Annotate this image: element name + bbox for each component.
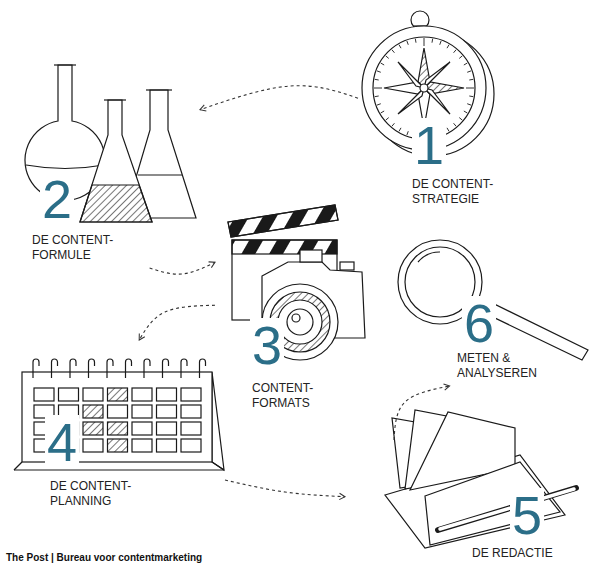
flow-arrow bbox=[150, 262, 215, 274]
step-node: 4 DE CONTENT- PLANNING bbox=[5, 340, 225, 515]
credit-note: The Post | Bureau voor contentmarketing bbox=[6, 552, 202, 563]
text-slot: CONTENT- FORMATS bbox=[250, 380, 342, 412]
text-slot: 6 bbox=[462, 296, 496, 350]
flow-arrow bbox=[139, 305, 215, 340]
text-slot: DE REDACTIE bbox=[470, 543, 585, 562]
step-label: DE REDACTIE bbox=[470, 545, 555, 562]
step-label: DE CONTENT- PLANNING bbox=[48, 478, 140, 510]
step-label: DE CONTENT- FORMULE bbox=[30, 232, 122, 264]
step-label: CONTENT- FORMATS bbox=[250, 380, 342, 412]
step-node: 1 DE CONTENT- STRATEGIE bbox=[358, 5, 538, 212]
text-slot: 1 bbox=[412, 118, 446, 172]
flow-arrow bbox=[394, 386, 450, 440]
text-slot: DE CONTENT- STRATEGIE bbox=[410, 176, 502, 208]
text-slot: METEN & ANALYSEREN bbox=[455, 350, 547, 382]
text-slot: 4 bbox=[45, 415, 79, 469]
step-label: METEN & ANALYSEREN bbox=[455, 350, 547, 382]
flow-arrow bbox=[225, 480, 345, 497]
step-number: 4 bbox=[45, 415, 79, 469]
text-slot: DE CONTENT- PLANNING bbox=[48, 478, 140, 510]
step-number: 5 bbox=[510, 488, 544, 542]
calendar-illustration bbox=[14, 359, 224, 470]
text-slot: 5 bbox=[510, 488, 544, 542]
text-slot: 3 bbox=[250, 318, 284, 372]
step-number: 6 bbox=[462, 296, 496, 350]
step-number: 3 bbox=[250, 318, 284, 372]
flow-arrow bbox=[200, 86, 358, 110]
magnifier-illustration bbox=[398, 240, 588, 360]
step-node: 5 DE REDACTIE bbox=[345, 440, 590, 566]
text-slot: DE CONTENT- FORMULE bbox=[30, 232, 122, 264]
step-number: 1 bbox=[412, 118, 446, 172]
label-slot: The Post | Bureau voor contentmarketing bbox=[6, 547, 202, 565]
step-number: 2 bbox=[40, 172, 74, 226]
step-node: 6METEN & ANALYSEREN bbox=[395, 245, 590, 386]
step-node: 3CONTENT- FORMATS bbox=[215, 190, 370, 416]
notebook-illustration bbox=[385, 410, 576, 548]
step-node: 2 DE CONTENT- FORMULE bbox=[20, 45, 200, 268]
text-slot: 2 bbox=[40, 172, 74, 226]
camera-illustration bbox=[228, 205, 365, 360]
step-label: DE CONTENT- STRATEGIE bbox=[410, 176, 502, 208]
